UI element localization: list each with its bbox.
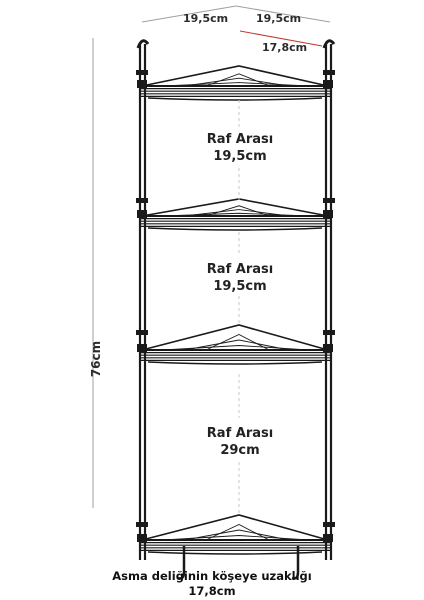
post-bracket-right-mid2	[323, 330, 335, 335]
shelf-2	[137, 198, 333, 231]
hook-right	[291, 546, 300, 580]
gap-value-2: 19,5cm	[213, 279, 267, 294]
hook-left	[177, 546, 186, 580]
shelves	[136, 65, 335, 555]
height-label: 76cm	[89, 340, 104, 378]
shelf-4	[137, 514, 333, 555]
caption-line-1: Asma deliğinin köşeye uzaklığı	[112, 569, 312, 583]
post-cap-left	[136, 39, 150, 49]
corner-depth-line	[239, 30, 323, 47]
gap-label-2: Raf Arası 19,5cm	[170, 261, 310, 295]
post-bracket-left-top	[136, 70, 148, 75]
caption-line-2: 17,8cm	[188, 584, 236, 598]
corner-depth-label: 17,8cm	[262, 41, 308, 54]
post-bracket-left-mid2	[136, 330, 148, 335]
post-bracket-right-top	[323, 70, 335, 75]
top-width-right-label: 19,5cm	[256, 12, 302, 25]
gap-value-1: 19,5cm	[213, 149, 267, 164]
top-dimension-lines	[141, 5, 331, 23]
gap-label-1: Raf Arası 19,5cm	[170, 131, 310, 165]
post-bracket-left-bottom	[136, 522, 148, 527]
post-bracket-right-bottom	[323, 522, 335, 527]
frame-posts	[138, 44, 333, 560]
shelf-3	[137, 324, 333, 365]
gap-title-2: Raf Arası	[206, 262, 274, 277]
gap-label-3: Raf Arası 29cm	[170, 425, 310, 459]
gap-title-1: Raf Arası	[206, 132, 274, 147]
gap-value-3: 29cm	[220, 443, 260, 458]
gap-title-3: Raf Arası	[206, 426, 274, 441]
post-bracket-left-mid1	[136, 198, 148, 203]
top-width-left-label: 19,5cm	[183, 12, 229, 25]
post-cap-right	[322, 39, 336, 49]
post-bracket-right-mid1	[323, 198, 335, 203]
shelf-1	[137, 65, 333, 101]
